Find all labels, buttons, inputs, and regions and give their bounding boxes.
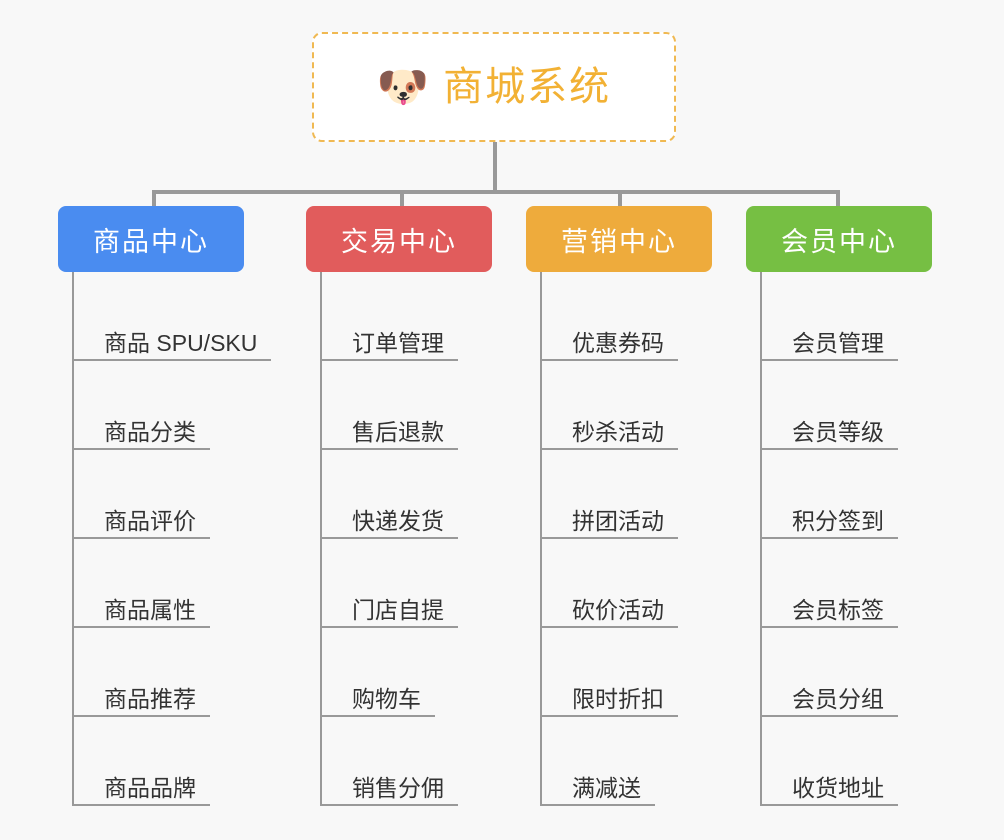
leaf-item-label: 商品推荐 (104, 685, 196, 712)
leaf-item-label: 秒杀活动 (572, 418, 664, 445)
leaf-item-label: 订单管理 (352, 329, 444, 356)
leaf-item[interactable]: 优惠券码 (542, 272, 712, 361)
leaf-item[interactable]: 满减送 (542, 717, 712, 806)
leaf-item[interactable]: 收货地址 (762, 717, 932, 806)
leaf-item-label: 会员标签 (792, 596, 884, 623)
leaf-item-underline (762, 804, 898, 806)
leaf-item-underline (542, 804, 655, 806)
leaf-item[interactable]: 售后退款 (322, 361, 492, 450)
leaf-item-underline (74, 804, 210, 806)
connector-drop-4 (836, 190, 840, 212)
branch-header-label: 营销中心 (561, 226, 677, 257)
leaf-item-underline (762, 359, 898, 361)
branch-header-2[interactable]: 交易中心 (306, 206, 492, 272)
leaf-item[interactable]: 会员等级 (762, 361, 932, 450)
leaf-item-underline (542, 537, 678, 539)
branch-header-label: 会员中心 (781, 226, 897, 257)
shiba-dog-face-icon: 🐶 (376, 63, 430, 110)
leaf-item-label: 商品 SPU/SKU (104, 329, 258, 356)
branch-children-2: 订单管理售后退款快递发货门店自提购物车销售分佣 (320, 272, 492, 806)
leaf-item-label: 购物车 (352, 685, 421, 712)
leaf-item[interactable]: 购物车 (322, 628, 492, 717)
leaf-item[interactable]: 砍价活动 (542, 539, 712, 628)
leaf-item-underline (322, 715, 435, 717)
connector-horizontal-bus (152, 190, 836, 194)
leaf-item-underline (322, 359, 458, 361)
leaf-item-underline (74, 359, 271, 361)
branch-children-1: 商品 SPU/SKU 商品分类商品评价商品属性商品推荐商品品牌 (72, 272, 271, 806)
leaf-item-label: 砍价活动 (572, 596, 664, 623)
leaf-item[interactable]: 会员管理 (762, 272, 932, 361)
leaf-item[interactable]: 会员标签 (762, 539, 932, 628)
leaf-item[interactable]: 门店自提 (322, 539, 492, 628)
leaf-item[interactable]: 商品 SPU/SKU (74, 272, 271, 361)
leaf-item-underline (542, 626, 678, 628)
connector-root-stem (493, 142, 497, 192)
leaf-item-underline (322, 626, 458, 628)
leaf-item-underline (762, 715, 898, 717)
leaf-item-underline (322, 448, 458, 450)
branch-column-4: 会员中心 会员管理会员等级积分签到会员标签会员分组收货地址 (746, 206, 932, 806)
leaf-item-label: 限时折扣 (572, 685, 664, 712)
leaf-item-label: 快递发货 (352, 507, 444, 534)
branch-header-4[interactable]: 会员中心 (746, 206, 932, 272)
leaf-item-underline (74, 715, 210, 717)
leaf-item[interactable]: 销售分佣 (322, 717, 492, 806)
leaf-item[interactable]: 限时折扣 (542, 628, 712, 717)
leaf-item[interactable]: 商品推荐 (74, 628, 257, 717)
branch-header-1[interactable]: 商品中心 (58, 206, 244, 272)
leaf-item-label: 门店自提 (352, 596, 444, 623)
leaf-item-underline (762, 626, 898, 628)
branch-children-3: 优惠券码秒杀活动拼团活动砍价活动限时折扣满减送 (540, 272, 712, 806)
leaf-item[interactable]: 积分签到 (762, 450, 932, 539)
branch-column-3: 营销中心 优惠券码秒杀活动拼团活动砍价活动限时折扣满减送 (526, 206, 712, 806)
root-title: 商城系统 (443, 65, 612, 109)
leaf-item[interactable]: 拼团活动 (542, 450, 712, 539)
leaf-item-underline (322, 537, 458, 539)
leaf-item-label: 会员等级 (792, 418, 884, 445)
leaf-item-underline (322, 804, 458, 806)
branch-header-3[interactable]: 营销中心 (526, 206, 712, 272)
leaf-item-label: 商品评价 (104, 507, 196, 534)
leaf-item[interactable]: 商品属性 (74, 539, 257, 628)
leaf-item[interactable]: 商品评价 (74, 450, 257, 539)
leaf-item-underline (762, 448, 898, 450)
leaf-item-underline (74, 537, 210, 539)
leaf-item-underline (542, 359, 678, 361)
leaf-item-underline (542, 715, 678, 717)
leaf-item-label: 收货地址 (792, 774, 884, 801)
leaf-item-label: 优惠券码 (572, 329, 664, 356)
leaf-item-label: 商品属性 (104, 596, 196, 623)
branch-header-label: 商品中心 (93, 226, 209, 257)
leaf-item-underline (74, 448, 210, 450)
connector-drop-3 (618, 190, 622, 212)
leaf-item-underline (542, 448, 678, 450)
leaf-item-label: 销售分佣 (352, 774, 444, 801)
connector-drop-2 (400, 190, 404, 212)
root-node[interactable]: 🐶 商城系统 (312, 32, 676, 142)
leaf-item-label: 会员分组 (792, 685, 884, 712)
leaf-item[interactable]: 商品品牌 (74, 717, 257, 806)
branch-header-label: 交易中心 (341, 226, 457, 257)
leaf-item-label: 商品品牌 (104, 774, 196, 801)
leaf-item[interactable]: 会员分组 (762, 628, 932, 717)
leaf-item-label: 售后退款 (352, 418, 444, 445)
leaf-item-underline (762, 537, 898, 539)
leaf-item[interactable]: 秒杀活动 (542, 361, 712, 450)
branch-column-1: 商品中心 商品 SPU/SKU 商品分类商品评价商品属性商品推荐商品品牌 (58, 206, 271, 806)
leaf-item[interactable]: 快递发货 (322, 450, 492, 539)
leaf-item-label: 商品分类 (104, 418, 196, 445)
leaf-item-label: 满减送 (572, 774, 641, 801)
leaf-item-underline (74, 626, 210, 628)
leaf-item-label: 积分签到 (792, 507, 884, 534)
connector-drop-1 (152, 190, 156, 212)
leaf-item-label: 会员管理 (792, 329, 884, 356)
branch-children-4: 会员管理会员等级积分签到会员标签会员分组收货地址 (760, 272, 932, 806)
leaf-item[interactable]: 商品分类 (74, 361, 257, 450)
branch-column-2: 交易中心 订单管理售后退款快递发货门店自提购物车销售分佣 (306, 206, 492, 806)
leaf-item[interactable]: 订单管理 (322, 272, 492, 361)
leaf-item-label: 拼团活动 (572, 507, 664, 534)
